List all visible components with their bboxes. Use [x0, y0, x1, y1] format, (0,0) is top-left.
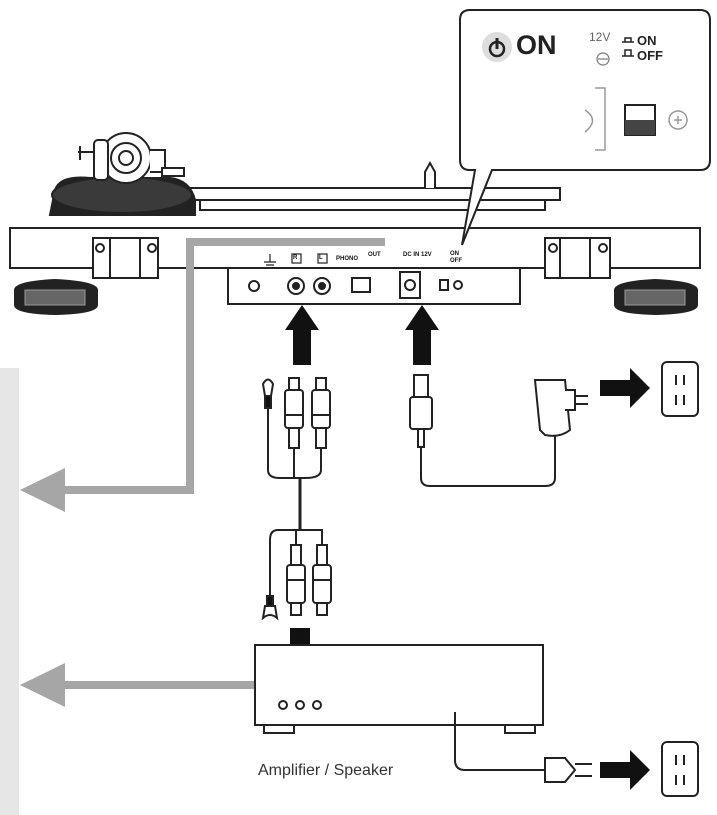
- rear-r-mark: R: [293, 255, 298, 261]
- ac-plug: [544, 757, 577, 783]
- wall-outlet-upper: [661, 361, 699, 417]
- power-on-label: ON: [516, 30, 557, 60]
- gray-arrow-head-lower: [20, 663, 65, 707]
- switch-off-icon: [622, 49, 634, 57]
- rear-on-label: ON: [450, 251, 459, 257]
- gray-arrow-turntable: [60, 238, 385, 494]
- amp-knob-3: [312, 700, 322, 710]
- amplifier-caption: Amplifier / Speaker: [258, 762, 394, 779]
- rca-cable: [261, 377, 332, 621]
- amp-knob-1: [278, 700, 288, 710]
- gray-arrow-head-upper: [20, 468, 65, 512]
- ac-adapter: [409, 374, 588, 487]
- amp-knob-2: [295, 700, 305, 710]
- power-switch-callout: [459, 9, 711, 246]
- switch-on-label: ON: [637, 33, 657, 48]
- gray-output-arrows: [60, 238, 385, 689]
- switch-labels: ON OFF: [637, 33, 663, 63]
- arrow-up-phono: [285, 305, 319, 365]
- sidebar-strip: [0, 368, 19, 815]
- rear-dc-in-label: DC IN 12V: [403, 252, 432, 258]
- arrow-up-dc: [405, 305, 439, 365]
- switch-off-label: OFF: [637, 48, 663, 63]
- wall-outlet-lower: [661, 741, 699, 797]
- switch-on-icon: [622, 37, 634, 43]
- black-arrows: [278, 305, 650, 790]
- arrow-right-outlet-upper: [600, 368, 650, 408]
- rear-l-mark: L: [319, 255, 323, 261]
- turntable: [9, 132, 701, 316]
- arrow-right-outlet-lower: [600, 750, 650, 790]
- rear-off-label: OFF: [450, 258, 462, 264]
- amplifier: [254, 644, 592, 783]
- amplifier-body: [254, 644, 544, 726]
- voltage-label: 12V: [589, 30, 611, 44]
- rear-out-label: OUT: [368, 252, 381, 258]
- rear-phono-label: PHONO: [336, 256, 359, 262]
